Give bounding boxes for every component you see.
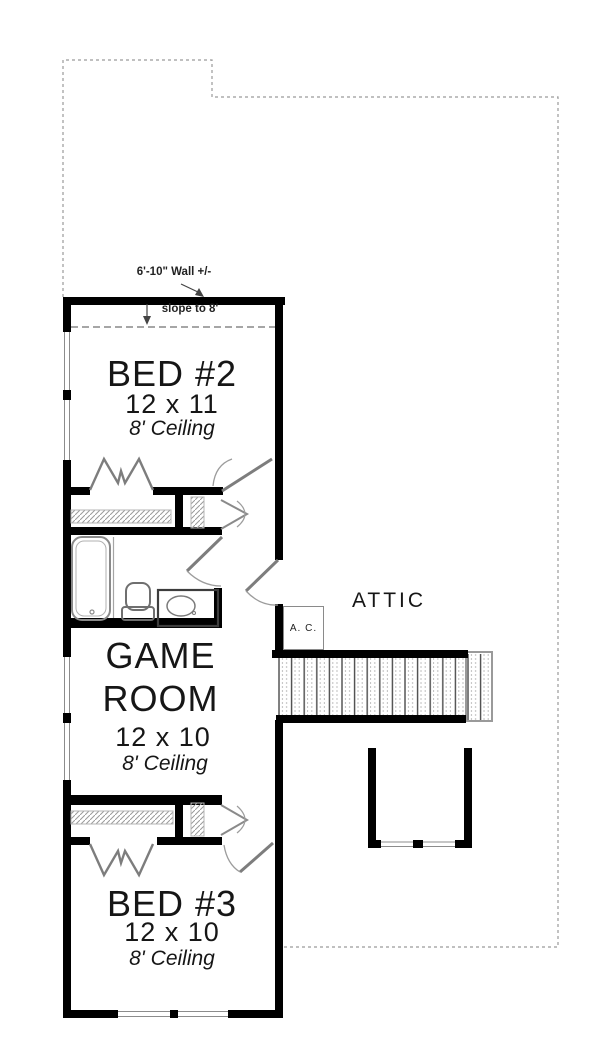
bed3-ceiling: 8' Ceiling (129, 947, 215, 970)
exterior-wall-bottom-pier (170, 1010, 178, 1018)
window-bed2-left-1 (62, 332, 72, 390)
ac-unit: A. C. (283, 606, 324, 650)
closet-divider-lower (175, 795, 183, 845)
attic-label: ATTIC (351, 589, 427, 612)
stairwell-rail-opening-2 (423, 841, 455, 847)
wall-right-upper (275, 297, 283, 560)
stair-top-wall (272, 650, 468, 658)
stairwell-wall-bottom-b (455, 840, 472, 848)
sink-vanity (156, 588, 220, 628)
toilet (121, 582, 155, 621)
bed3-closet-rod (70, 810, 174, 825)
bed2-door (212, 457, 273, 493)
bathtub (71, 536, 111, 621)
stairwell-wall-left (368, 748, 376, 848)
bed2-closet-bifold-doors (88, 456, 155, 491)
bath-game-wall (63, 618, 222, 628)
bed2-closet-wall-right (153, 487, 223, 495)
linen-door-lower (220, 804, 250, 836)
exterior-wall-bottom-right (228, 1010, 283, 1018)
bed2-closet-rod (70, 509, 172, 524)
bathtub-inner (75, 540, 107, 617)
window-game-left-2 (62, 723, 72, 780)
ac-unit-label: A. C. (289, 622, 318, 634)
bed3-closet-wall-left (63, 837, 90, 845)
closet-bath-wall (63, 527, 222, 535)
bed2-closet-wall-left (63, 487, 90, 495)
closet-divider-upper (175, 487, 183, 535)
wall-height-note: 6'-10" Wall +/- (136, 266, 212, 278)
window-game-left-1 (62, 657, 72, 713)
stairwell-wall-right (464, 748, 472, 848)
bed2-dims: 12 x 11 (125, 389, 219, 419)
game-room-name: GAME ROOM (102, 635, 219, 719)
stairwell-wall-bottom-pier (413, 840, 423, 848)
slope-note: slope to 8' (161, 303, 219, 315)
staircase (272, 650, 493, 723)
bathroom-fixtures (71, 536, 220, 628)
hall-attic-door (244, 558, 280, 606)
exterior-wall-top (63, 297, 285, 305)
window-bed3-bottom-1 (118, 1009, 170, 1019)
game-closet-wall (63, 795, 222, 805)
slope-arrow (143, 304, 151, 325)
linen-closet-shelves-lower (190, 802, 205, 837)
bathtub-drain (89, 609, 95, 615)
stair-treads (278, 654, 492, 720)
linen-closet-shelves-upper (190, 496, 205, 529)
stairwell-wall-bottom-a (368, 840, 381, 848)
bathroom-door (185, 535, 224, 587)
exterior-wall-bottom-left (63, 1010, 118, 1018)
window-bed3-bottom-2 (178, 1009, 228, 1019)
closet-shelving (70, 496, 205, 837)
linen-door-upper (220, 499, 250, 530)
annotation-arrows (143, 283, 204, 325)
wall-right-mid (275, 604, 283, 652)
game-room-dims: 12 x 10 (115, 722, 211, 752)
attic-boundary-dashed-outline (62, 59, 559, 948)
game-room-ceiling: 8' Ceiling (122, 752, 208, 775)
stairwell-rail-opening-1 (381, 841, 413, 847)
window-bed2-left-2 (62, 400, 72, 460)
wall-right-lower (275, 720, 283, 1018)
bed2-ceiling: 8' Ceiling (129, 417, 215, 440)
stair-bottom-wall (276, 715, 466, 723)
windows (62, 332, 455, 1019)
bed3-dims: 12 x 10 (124, 917, 220, 947)
bed3-name: BED #3 (106, 883, 238, 924)
wall-note-leader-arrow (180, 283, 204, 297)
bed3-door (223, 841, 274, 874)
stair-extension-outline (465, 651, 493, 722)
bed3-closet-bifold-doors (88, 843, 155, 878)
bed3-closet-wall-right (157, 837, 222, 845)
doors (88, 456, 280, 878)
bed2-name: BED #2 (106, 353, 238, 394)
